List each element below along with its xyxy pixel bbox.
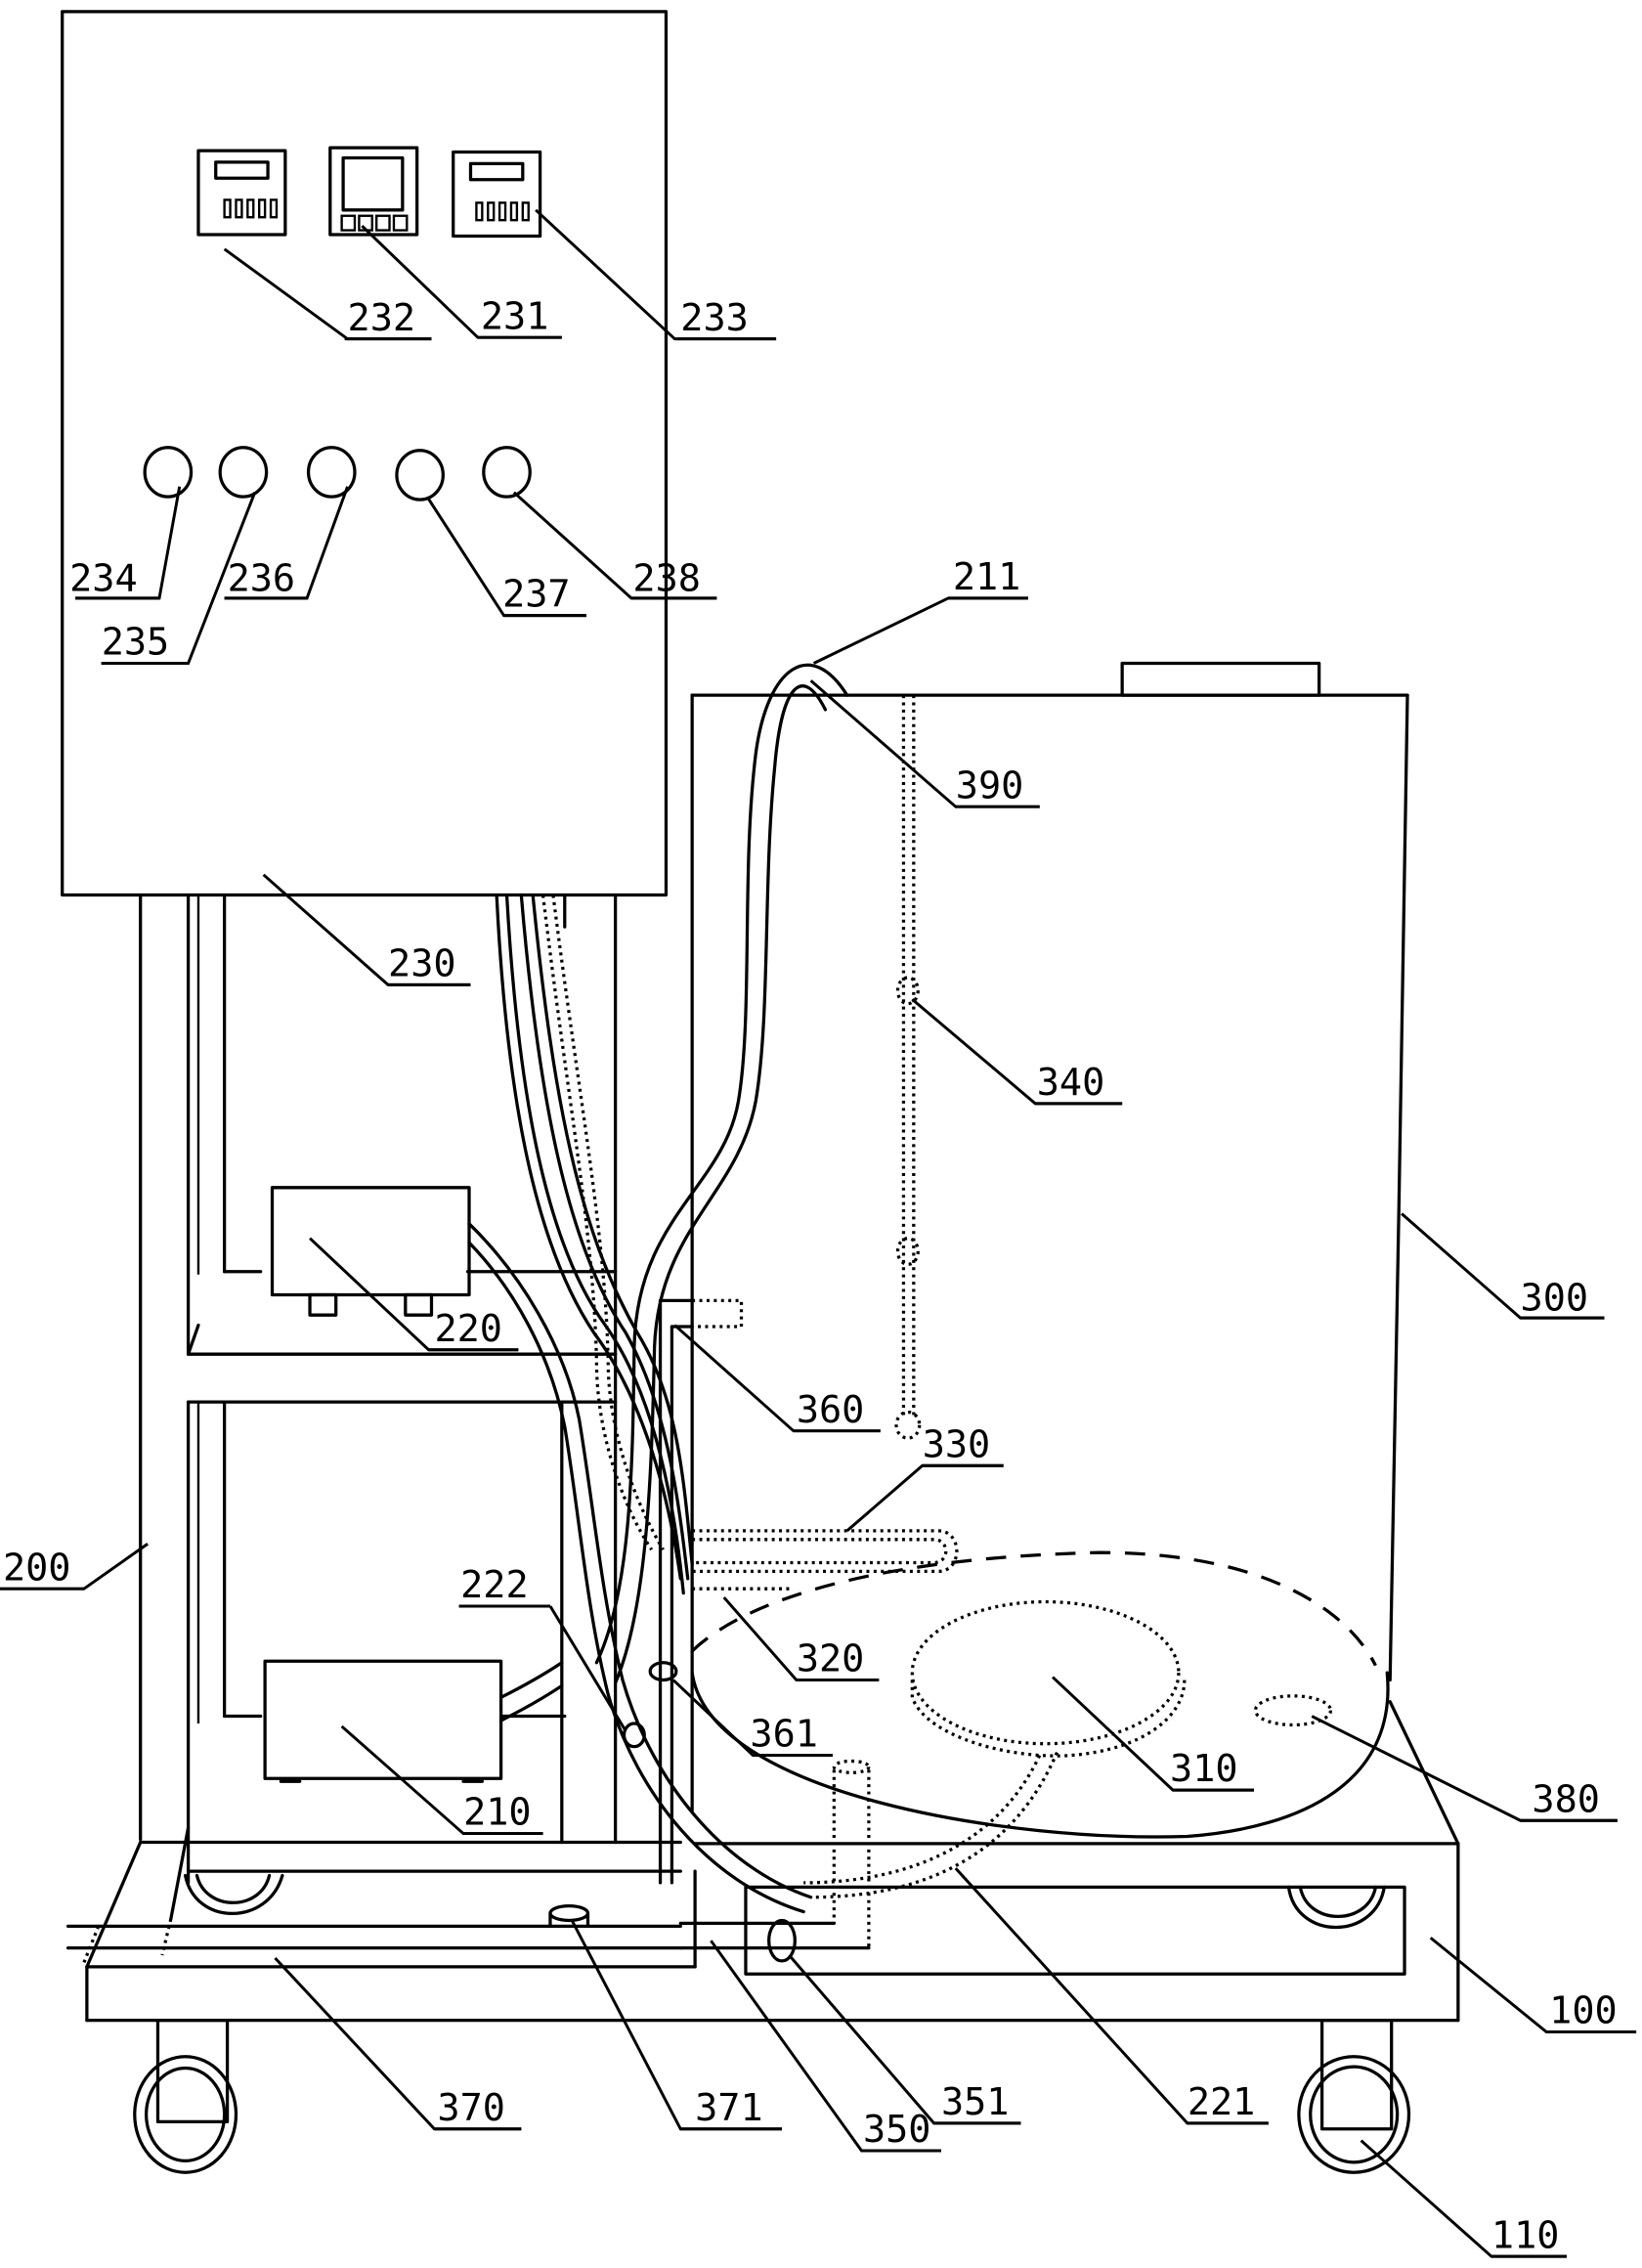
outlet-port bbox=[548, 1904, 590, 1928]
label-110: 110 bbox=[1491, 2213, 1560, 2257]
label-237: 237 bbox=[502, 573, 571, 617]
label-310: 310 bbox=[1170, 1747, 1238, 1791]
label-210: 210 bbox=[463, 1791, 532, 1835]
tank bbox=[690, 661, 1409, 1839]
label-231: 231 bbox=[481, 294, 549, 338]
knob-238 bbox=[482, 446, 532, 499]
reference-labels: 232 231 233 234 235 236 237 238 211 390 … bbox=[3, 294, 1618, 2257]
caster-wheel-left bbox=[133, 2019, 238, 2174]
label-233: 233 bbox=[680, 296, 749, 340]
label-361: 361 bbox=[750, 1713, 818, 1757]
cable-bundle bbox=[467, 893, 813, 1914]
label-320: 320 bbox=[797, 1637, 865, 1681]
side-inlet bbox=[658, 1298, 744, 1885]
label-390: 390 bbox=[956, 763, 1024, 807]
label-380: 380 bbox=[1532, 1777, 1600, 1821]
label-371: 371 bbox=[695, 2086, 763, 2130]
u-heater bbox=[692, 1529, 959, 1591]
label-370: 370 bbox=[437, 2086, 505, 2130]
bottom-disc bbox=[803, 1599, 1187, 1899]
drain-pipe bbox=[678, 1759, 871, 1950]
knob-237 bbox=[395, 449, 445, 502]
knob-236 bbox=[306, 446, 357, 499]
level-probe bbox=[894, 695, 922, 1440]
display-controller bbox=[328, 146, 419, 237]
base bbox=[65, 1700, 1460, 2023]
label-238: 238 bbox=[632, 556, 701, 600]
label-230: 230 bbox=[388, 942, 456, 986]
label-300: 300 bbox=[1521, 1277, 1589, 1321]
label-221: 221 bbox=[1188, 2080, 1256, 2124]
knob-235 bbox=[218, 446, 269, 499]
label-360: 360 bbox=[797, 1388, 865, 1432]
knob-234 bbox=[143, 446, 194, 499]
label-234: 234 bbox=[69, 556, 138, 600]
label-350: 350 bbox=[863, 2108, 931, 2152]
meter-right bbox=[452, 150, 542, 239]
frame bbox=[139, 893, 682, 1885]
drain-valve bbox=[767, 1918, 797, 1963]
label-351: 351 bbox=[941, 2080, 1010, 2124]
label-200: 200 bbox=[3, 1546, 71, 1590]
label-underlines bbox=[0, 335, 1637, 2258]
inlet-ring bbox=[648, 1661, 678, 1682]
label-211: 211 bbox=[953, 555, 1021, 599]
label-222: 222 bbox=[460, 1563, 529, 1607]
hose bbox=[594, 663, 849, 1685]
caster-wheel-right bbox=[1297, 2019, 1411, 2174]
inner-wheel-right bbox=[1286, 1885, 1386, 1930]
control-cabinet bbox=[61, 10, 669, 897]
label-330: 330 bbox=[923, 1422, 991, 1466]
label-340: 340 bbox=[1037, 1061, 1105, 1105]
pipe-fitting bbox=[622, 1722, 646, 1749]
label-232: 232 bbox=[348, 296, 416, 340]
label-100: 100 bbox=[1549, 1989, 1618, 2033]
label-236: 236 bbox=[228, 556, 296, 600]
label-235: 235 bbox=[102, 621, 170, 665]
bottom-port bbox=[1253, 1694, 1333, 1727]
label-220: 220 bbox=[434, 1307, 502, 1351]
inner-wheel-left bbox=[184, 1873, 284, 1916]
meter-left bbox=[196, 149, 287, 237]
